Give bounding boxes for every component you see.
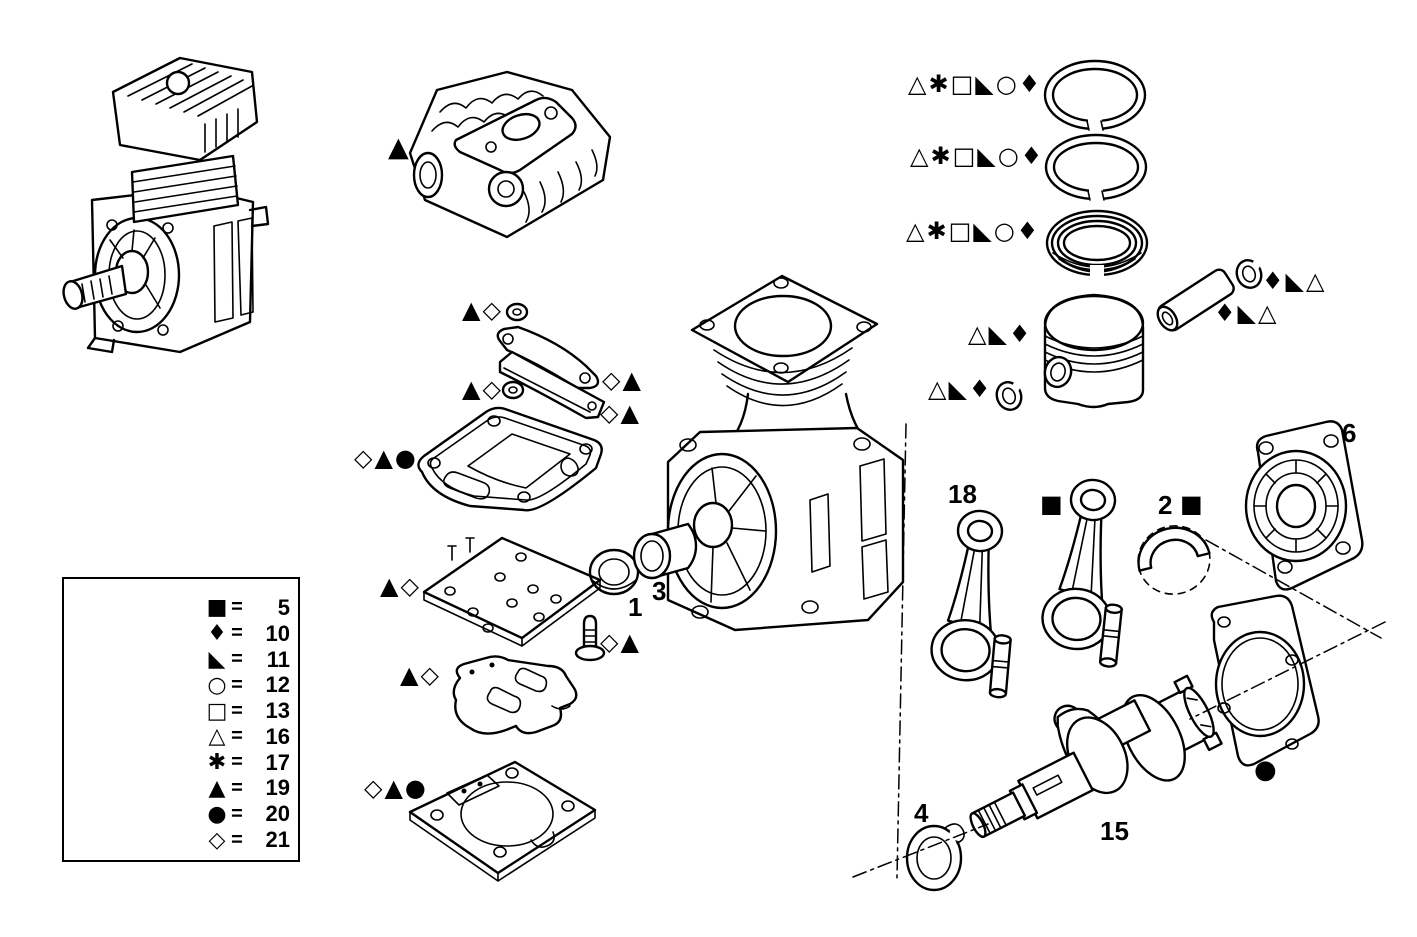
legend-symbol: ◣: [208, 646, 226, 672]
legend-value: 21: [265, 827, 290, 853]
marker-unloader-plate: ▲◇: [400, 661, 441, 689]
marker-valve-plate: ▲◇: [380, 572, 421, 600]
head-gasket-drawing: [417, 406, 603, 512]
unloader-diaphragm-drawing: [452, 655, 578, 735]
legend-symbol: ♦: [207, 621, 227, 647]
assembly-axis-lines: [852, 423, 1386, 879]
crankshaft-drawing: [969, 674, 1223, 839]
legend-value: 12: [265, 672, 290, 698]
legend-equals: =: [231, 647, 243, 670]
legend-equals: =: [231, 725, 243, 748]
marker-pin-circlip: ♦◣△: [1262, 267, 1327, 295]
legend-equals: =: [231, 673, 243, 696]
marker-valve-screw: ◇▲: [600, 628, 641, 656]
legend-row: ○ = 12: [204, 672, 290, 698]
marker-cylinder-head: ▲: [388, 132, 411, 163]
end-cover-gasket-drawing: [1210, 594, 1320, 767]
legend-symbol: ◇: [208, 827, 226, 853]
legend-value: 10: [265, 620, 290, 646]
legend-row: ▲ = 19: [204, 775, 290, 802]
marker-strap-upper: ▲◇: [462, 296, 503, 324]
marker-base-gasket: ◇▲●: [364, 774, 428, 802]
legend-row: ♦ = 10: [204, 621, 290, 647]
legend-row: ◣ = 11: [204, 647, 290, 673]
marker-strap-right-lower: ◇▲: [600, 399, 641, 427]
marker-compression-ring-2: △✱□◣○♦: [910, 142, 1045, 170]
legend-equals: =: [231, 776, 243, 799]
legend-symbol: ●: [207, 801, 227, 827]
legend-symbol: □: [206, 698, 228, 724]
piston-pin-drawing: [1156, 268, 1235, 332]
legend-equals: =: [231, 596, 243, 619]
legend-equals: =: [231, 699, 243, 722]
part-number-bearing-cover: 6: [1342, 418, 1357, 448]
legend-symbol: ▲: [208, 775, 226, 801]
valve-strap-lower-drawing: [498, 350, 606, 420]
legend-list: ■ = 5 ♦ = 10 ◣ = 11 ○ = 12 □ = 13 △ = 16: [204, 595, 290, 853]
cylinder-head-drawing: [408, 70, 612, 239]
marker-strap-right-upper: ◇▲: [602, 366, 643, 394]
legend-row: ✱ = 17: [204, 750, 290, 776]
compression-ring-2-drawing: [1044, 133, 1148, 201]
marker-strap-lower: ▲◇: [462, 375, 503, 403]
compressor-assembly-drawing: [62, 56, 270, 354]
legend-symbol: ✱: [207, 750, 227, 776]
part-number-bushing: 3: [652, 576, 667, 606]
washer-upper-drawing: [505, 302, 529, 322]
marker-compression-ring-1: △✱□◣○♦: [908, 70, 1043, 98]
legend-symbol: ○: [207, 672, 227, 698]
marker-piston: △◣♦: [968, 320, 1033, 348]
legend-value: 16: [265, 723, 290, 749]
valve-plate-drawing: [422, 536, 602, 647]
marker-head-gasket: ◇▲●: [354, 444, 418, 472]
legend-symbol: △: [208, 724, 226, 750]
compression-ring-1-drawing: [1043, 59, 1147, 131]
washer-lower-drawing: [501, 380, 525, 400]
legend-value: 17: [265, 749, 290, 775]
legend-box: ■ = 5 ♦ = 10 ◣ = 11 ○ = 12 □ = 13 △ = 16: [62, 577, 300, 862]
part-number-connecting-rod: 18: [948, 479, 977, 509]
legend-value: 13: [265, 698, 290, 724]
part-number-seal-ring: 1: [628, 592, 643, 622]
legend-row: △ = 16: [204, 724, 290, 750]
marker-connecting-rod-kit: ■: [1040, 490, 1065, 518]
marker-piston-circlip: △◣♦: [928, 375, 993, 403]
legend-row: ● = 20: [204, 801, 290, 827]
piston-drawing: [1043, 293, 1145, 409]
connecting-rod-18-drawing: [926, 506, 1023, 700]
marker-bearing-shell-kit: ■: [1180, 490, 1205, 518]
marker-oil-ring: △✱□◣○♦: [906, 217, 1041, 245]
legend-value: 20: [265, 801, 290, 827]
legend-row: □ = 13: [204, 698, 290, 724]
marker-end-cover-gasket: ●: [1254, 755, 1279, 785]
part-number-shaft-seal: 4: [914, 798, 929, 828]
unloader-screw-drawing: [574, 614, 606, 662]
seal-ring-1-drawing: [588, 548, 640, 596]
legend-row: ◇ = 21: [204, 827, 290, 853]
legend-value: 5: [277, 594, 290, 620]
legend-symbol: ■: [206, 595, 228, 621]
shaft-seal-drawing: [905, 823, 965, 892]
base-plate-drawing: [408, 760, 597, 882]
bearing-shell-drawing: [1137, 525, 1211, 595]
part-number-crankshaft: 15: [1100, 816, 1129, 846]
legend-value: 19: [265, 775, 290, 801]
bearing-cover-drawing: [1244, 420, 1364, 591]
pin-circlip-drawing: [1235, 258, 1263, 289]
piston-circlip-drawing: [995, 380, 1023, 411]
crankcase-drawing: [666, 274, 905, 632]
legend-equals: =: [231, 802, 243, 825]
oil-ring-drawing: [1045, 209, 1149, 277]
legend-equals: =: [231, 622, 243, 645]
marker-piston-pin: ♦◣△: [1214, 299, 1279, 327]
legend-row: ■ = 5: [204, 595, 290, 621]
legend-equals: =: [231, 751, 243, 774]
legend-value: 11: [266, 646, 290, 672]
bushing-3-drawing: [632, 522, 698, 580]
legend-equals: =: [231, 828, 243, 851]
part-number-bearing-shell: 2: [1158, 490, 1173, 520]
